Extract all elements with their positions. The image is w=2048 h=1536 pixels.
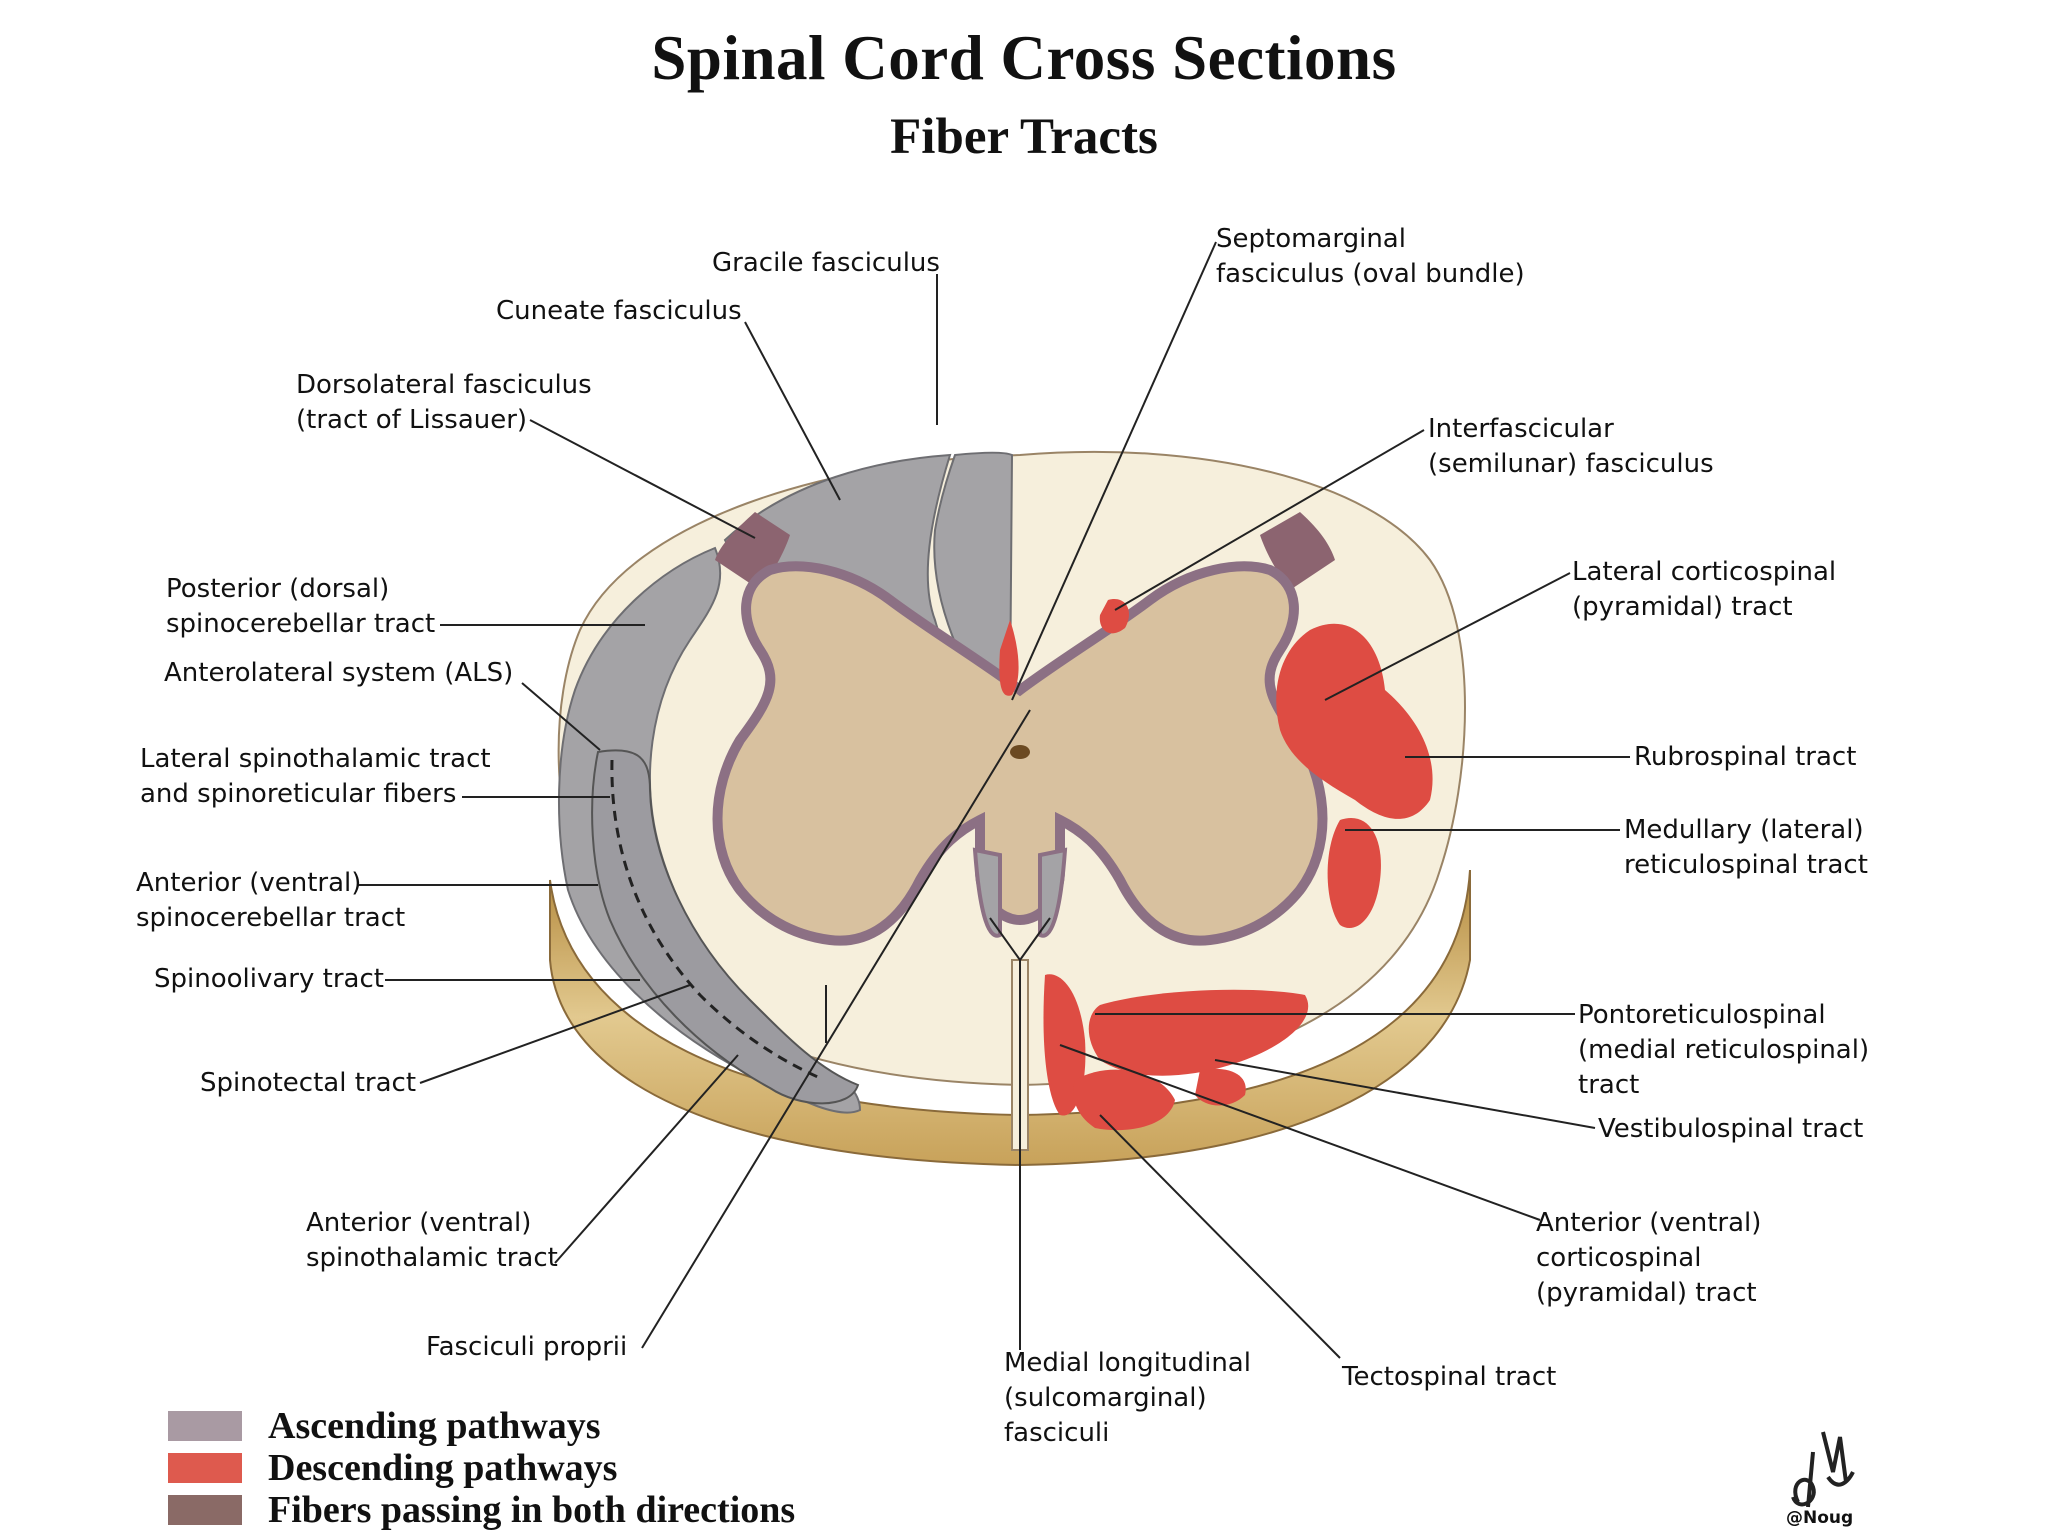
label-als: Anterolateral system (ALS) — [164, 658, 514, 688]
label-dorsolateral-1: Dorsolateral fasciculus — [296, 370, 592, 400]
leader-interfascicular — [1114, 429, 1425, 611]
figure-title: Spinal Cord Cross Sections — [651, 23, 1397, 93]
label-ant-corticospinal-3: (pyramidal) tract — [1536, 1278, 1757, 1308]
leader-dorsolateral — [529, 419, 756, 539]
legend-swatch-descending — [168, 1453, 242, 1483]
leader-fasciculi-proprii — [641, 709, 1031, 1349]
label-gracile: Gracile fasciculus — [712, 248, 940, 278]
label-medial-long-1: Medial longitudinal — [1004, 1348, 1251, 1378]
als-region — [591, 749, 860, 1105]
leader-septomarginal — [1011, 241, 1217, 701]
label-cuneate: Cuneate fasciculus — [496, 296, 742, 326]
label-pontoreticulo-1: Pontoreticulospinal — [1578, 1000, 1826, 1030]
legend-swatch-both — [168, 1495, 242, 1525]
label-post-spinocereb-2: spinocerebellar tract — [166, 609, 436, 639]
label-spinotectal: Spinotectal tract — [200, 1068, 417, 1098]
tectospinal-tract — [1073, 1069, 1175, 1131]
leader-medial-long — [989, 917, 1051, 1350]
leader-cuneate — [744, 321, 841, 501]
legend-swatch-ascending — [168, 1411, 242, 1441]
label-rubrospinal: Rubrospinal tract — [1634, 742, 1857, 772]
label-medullary-2: reticulospinal tract — [1624, 850, 1868, 880]
legend-descending: Descending pathways — [168, 1446, 617, 1490]
als-dashed-line — [610, 759, 821, 1080]
leader-als — [521, 682, 601, 751]
label-ant-corticospinal-1: Anterior (ventral) — [1536, 1208, 1762, 1238]
label-ant-spinothal-2: spinothalamic tract — [306, 1243, 558, 1273]
label-lat-corticospinal-2: (pyramidal) tract — [1572, 592, 1793, 622]
label-septomarginal-2: fasciculus (oval bundle) — [1216, 259, 1525, 289]
label-vestibulospinal: Vestibulospinal tract — [1598, 1114, 1864, 1144]
figure-subtitle: Fiber Tracts — [890, 109, 1158, 165]
signature-copyright: @Noug — [1786, 1508, 1854, 1528]
label-pontoreticulo-2: (medial reticulospinal) — [1578, 1035, 1870, 1065]
label-tectospinal: Tectospinal tract — [1342, 1362, 1557, 1392]
ascending-lateral-band — [558, 546, 862, 1114]
label-medial-long-3: fasciculi — [1004, 1418, 1110, 1448]
leader-spinotectal — [419, 984, 691, 1084]
label-ant-spinothal-1: Anterior (ventral) — [306, 1208, 532, 1238]
interfascicular-tract — [1099, 599, 1129, 634]
leader-ant-corticospinal — [1059, 1044, 1541, 1221]
label-septomarginal-1: Septomarginal — [1216, 224, 1406, 254]
label-pontoreticulo-3: tract — [1578, 1070, 1640, 1100]
central-canal — [1010, 745, 1030, 759]
leader-lat-corticospinal — [1324, 572, 1571, 701]
label-lat-corticospinal-1: Lateral corticospinal — [1572, 557, 1837, 587]
pontoreticulospinal-tract — [1088, 989, 1309, 1076]
legend-label-both: Fibers passing in both directions — [268, 1489, 796, 1531]
legend-label-ascending: Ascending pathways — [268, 1405, 601, 1447]
vestibulospinal-tract — [1195, 1068, 1246, 1106]
leader-ant-spinothal — [554, 1054, 739, 1264]
septomarginal-fasciculus-tract — [999, 620, 1019, 696]
leader-tectospinal — [1099, 1114, 1341, 1359]
legend-both: Fibers passing in both directions — [168, 1488, 795, 1532]
label-fasciculi-proprii: Fasciculi proprii — [426, 1332, 628, 1362]
label-ant-spinocereb-1: Anterior (ventral) — [136, 868, 362, 898]
label-interfascicular-2: (semilunar) fasciculus — [1428, 449, 1714, 479]
label-medial-long-2: (sulcomarginal) — [1004, 1383, 1207, 1413]
legend-label-descending: Descending pathways — [268, 1447, 618, 1489]
leader-vestibulospinal — [1214, 1059, 1596, 1129]
label-spinoolivary: Spinoolivary tract — [154, 964, 384, 994]
label-ant-corticospinal-2: corticospinal — [1536, 1243, 1702, 1273]
lateral-corticospinal-tract — [1276, 623, 1433, 819]
label-lat-spinothal-2: and spinoreticular fibers — [140, 779, 457, 809]
artist-signature — [1791, 1431, 1855, 1508]
label-interfascicular-1: Interfascicular — [1428, 414, 1614, 444]
label-ant-spinocereb-2: spinocerebellar tract — [136, 903, 406, 933]
legend-ascending: Ascending pathways — [168, 1404, 601, 1448]
medullary-reticulospinal-tract — [1327, 818, 1381, 928]
label-lat-spinothal-1: Lateral spinothalamic tract — [140, 744, 491, 774]
label-dorsolateral-2: (tract of Lissauer) — [296, 405, 528, 435]
label-medullary-1: Medullary (lateral) — [1624, 815, 1864, 845]
ventral-medial-columns — [972, 847, 1068, 938]
label-post-spinocereb-1: Posterior (dorsal) — [166, 574, 390, 604]
